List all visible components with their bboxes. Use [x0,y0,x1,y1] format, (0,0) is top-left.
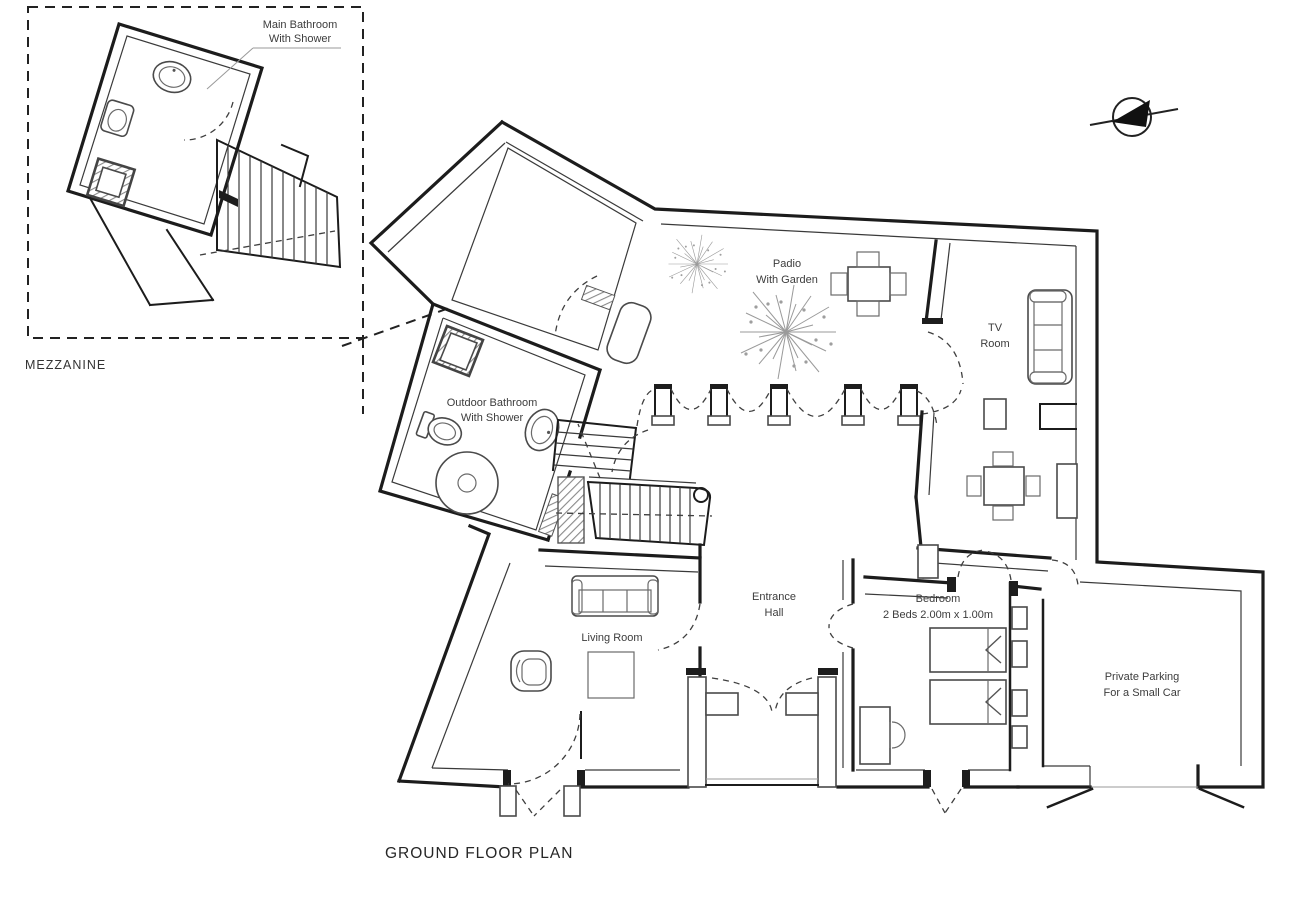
entrance-hall-label-2: Hall [765,607,784,619]
nightstand [1011,606,1028,630]
bed-1 [929,627,1007,673]
mezzanine-label: MEZZANINE [25,358,106,372]
living-room: Living Room [499,543,702,817]
tv-room-label-1: TV [988,322,1003,334]
double-door-arc [711,677,813,713]
parking-label-1: Private Parking [1105,671,1180,683]
patio-colonnade [636,384,938,427]
patio-label-1: Padio [773,258,801,270]
pillar [767,384,791,426]
pillar [707,384,731,426]
tv-table [966,451,1041,521]
mezzanine-inset: Main Bathroom With Shower MEZZANINE [25,6,453,414]
mezzanine-shower-icon [85,156,137,208]
bedroom-label-2: 2 Beds 2.00m x 1.00m [883,609,993,621]
outer-walls [368,119,1265,809]
parking-label-2: For a Small Car [1103,687,1180,699]
cabinet [1056,463,1078,519]
tv-room-label-2: Room [980,338,1009,350]
side-table [983,398,1007,430]
mezzanine-stairs [88,138,342,307]
shower-icon [431,324,485,378]
callout-line1: Main Bathroom [263,19,338,31]
pillar [841,384,865,426]
parking-door-arc [1051,559,1079,586]
wing-threshold [580,284,616,311]
stair-wall-hatch [557,476,585,544]
nightstand [1011,725,1028,749]
patio-label-2: With Garden [756,274,818,286]
upper-wing-room [451,147,652,365]
toilet-icon [415,410,463,446]
bench [606,301,652,365]
mezzanine-bathroom [66,21,264,238]
entrance-hall: Entrance Hall [686,558,855,788]
bed-2 [929,679,1007,725]
tv-room: TV Room [914,239,1079,586]
bedroom-door-arc [828,603,854,649]
nightstand [1011,640,1028,668]
patio: Padio With Garden [668,234,907,380]
bedroom-exit-mark [931,788,962,814]
outdoor-bathroom-label-1: Outdoor Bathroom [447,397,538,409]
main-staircase [551,418,713,547]
chimney [917,544,939,579]
outdoor-bathroom-label-2: With Shower [461,412,524,424]
desk-and-chair [859,706,906,765]
private-parking: Private Parking For a Small Car [1103,671,1180,699]
pillar [651,384,675,426]
page-title: GROUND FLOOR PLAN [385,845,573,862]
bedroom-north-opening [957,549,1012,581]
armchair [510,650,552,692]
shower-tray-icon [435,451,499,515]
sink-icon [524,408,560,452]
vestibule [686,668,838,788]
nightstand [1011,689,1028,717]
porch [499,785,581,817]
tv-sofa [1027,289,1073,385]
lower-flight [555,476,713,547]
north-arrow-icon [1089,97,1179,137]
living-door-arc [657,603,701,651]
pillar [897,384,921,426]
mezzanine-callout: Main Bathroom With Shower [206,19,341,90]
living-room-label: Living Room [581,632,642,644]
gate-post-right [1198,787,1245,809]
mezzanine-door-arc [183,101,234,141]
gate-post-left [1046,787,1094,809]
entrance-hall-label-1: Entrance [752,591,796,603]
wing-door-arc [554,275,598,337]
callout-line2: With Shower [269,33,332,45]
living-sofa [571,575,659,617]
bedroom: Bedroom 2 Beds 2.00m x 1.00m [859,544,1045,814]
mezzanine-sink-icon [152,60,192,94]
garden-plant-icon [668,234,837,380]
upper-flight [551,418,649,480]
mezzanine-toilet-icon [100,99,135,138]
wall-niche [1039,403,1077,430]
bedroom-label-1: Bedroom [916,593,961,605]
coffee-table [587,651,635,699]
patio-dining-table [830,251,907,317]
